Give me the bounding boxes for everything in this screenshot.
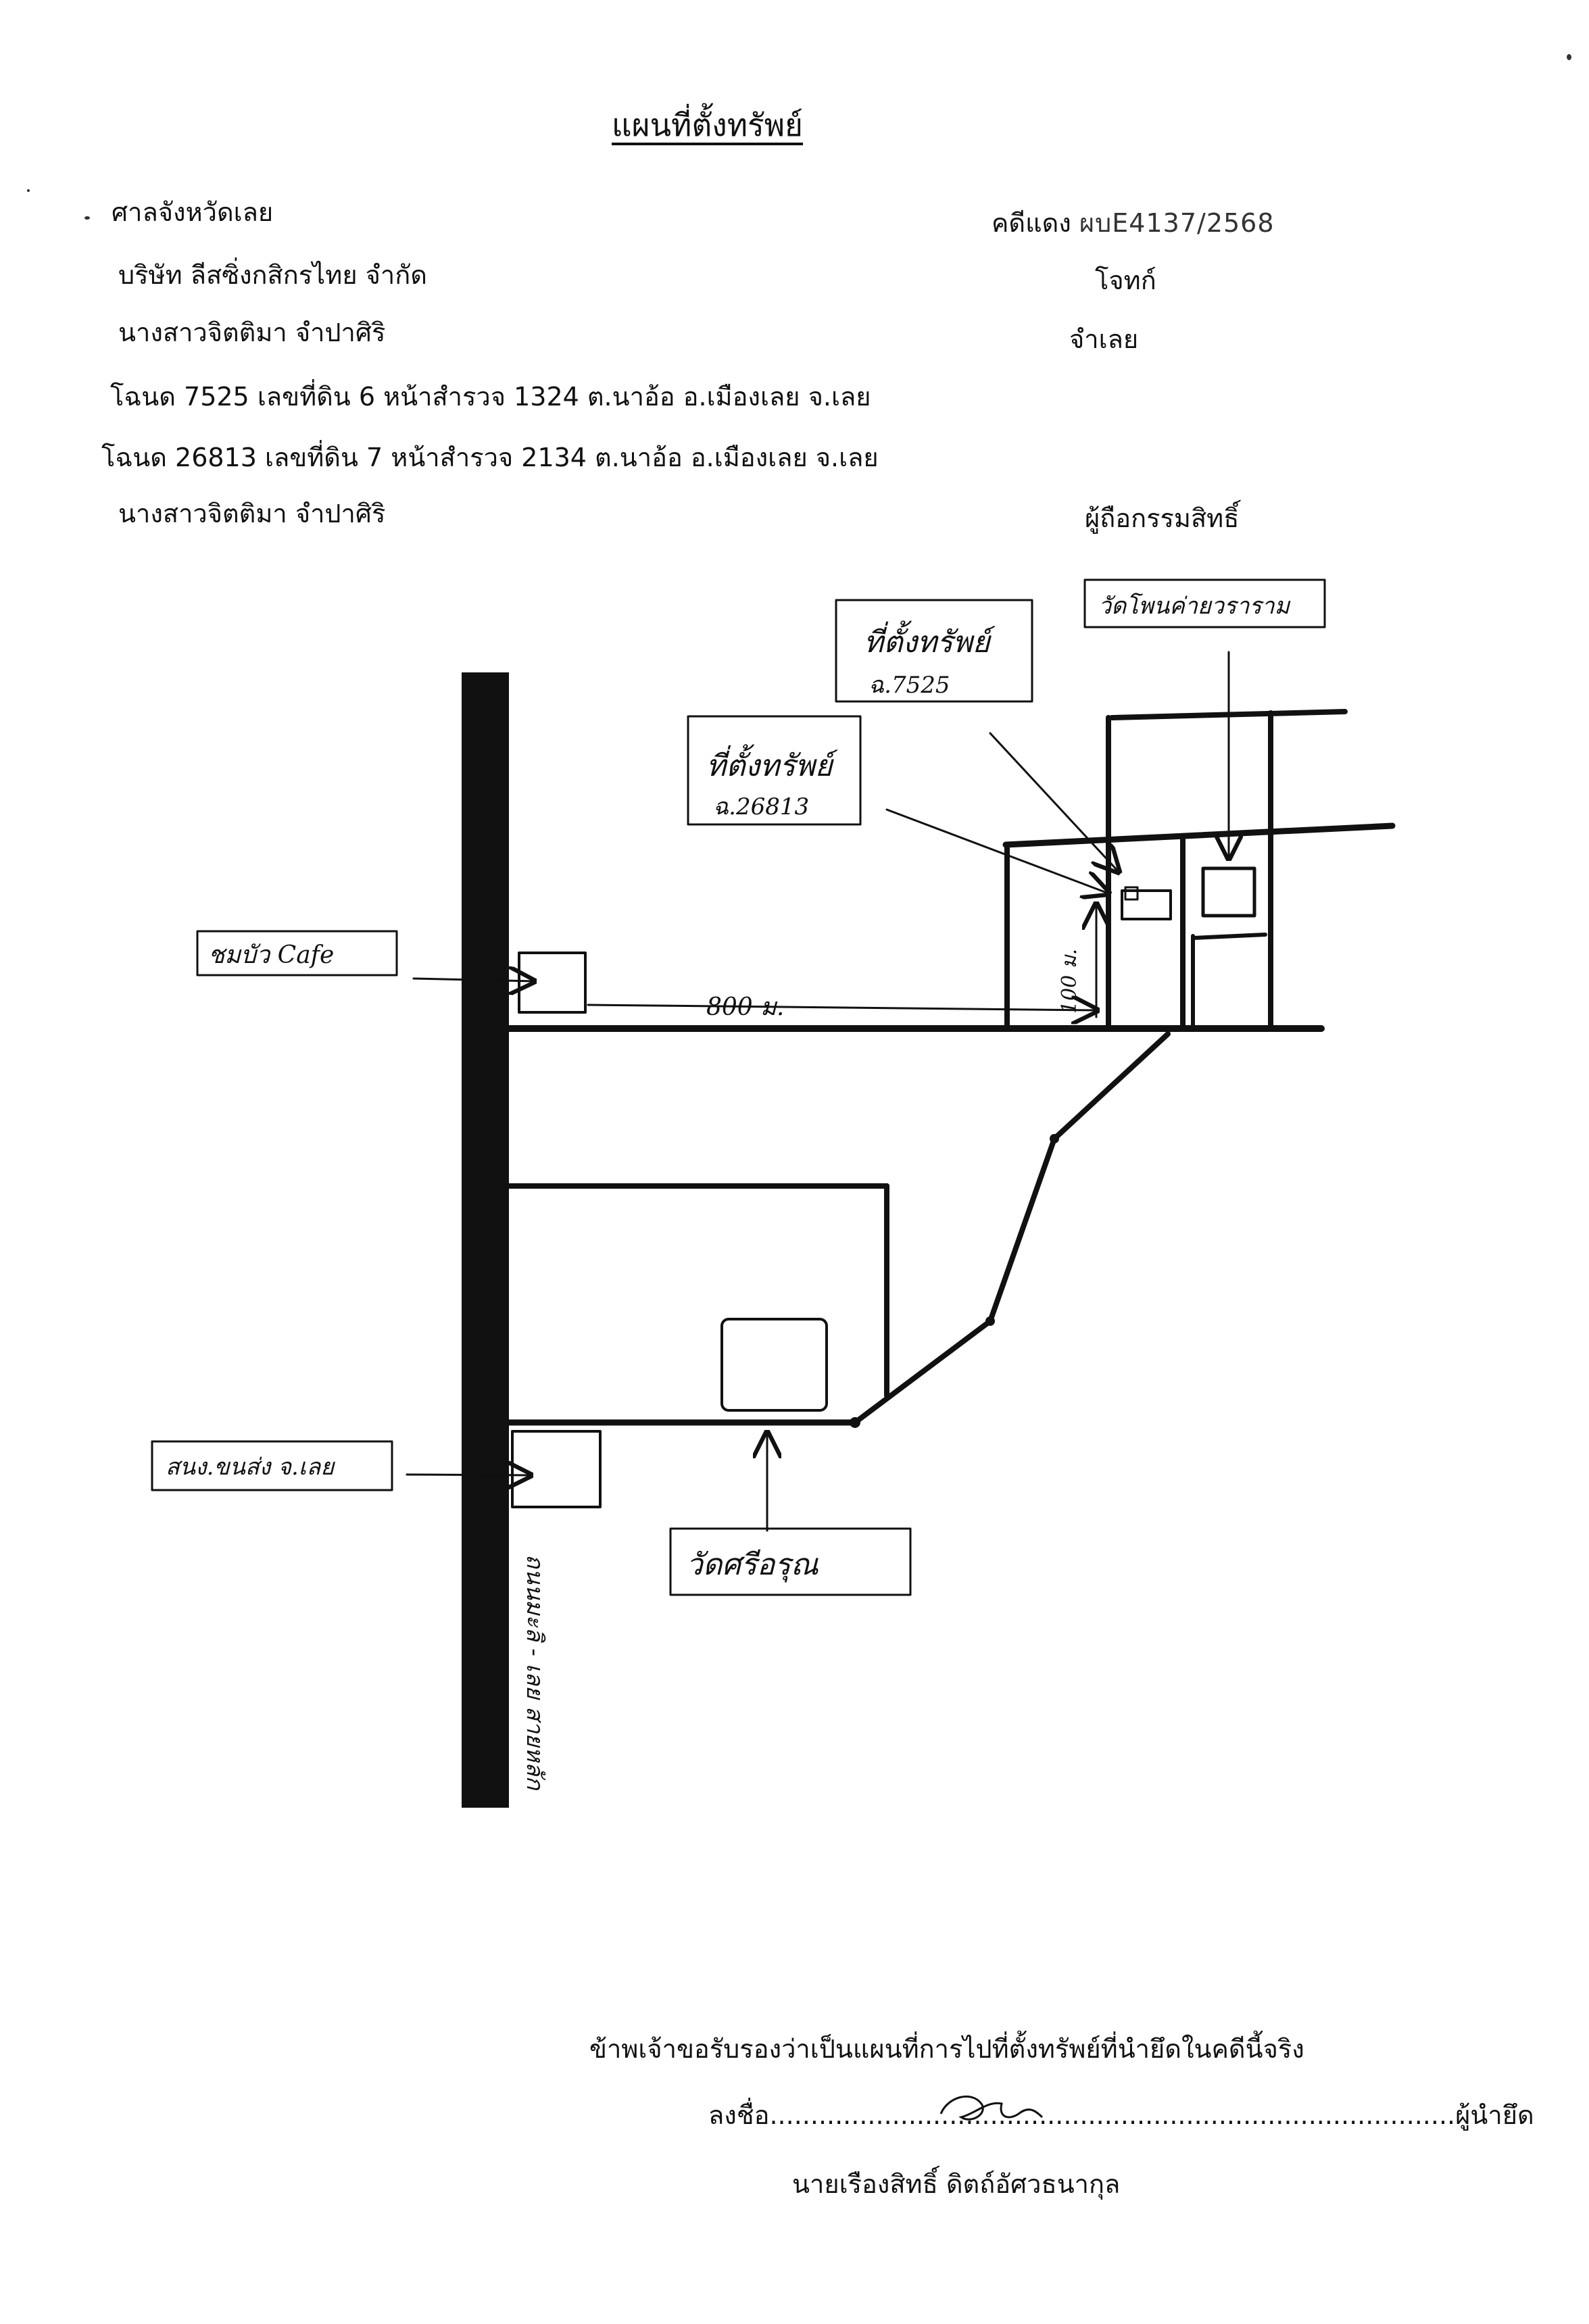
junction-dot — [985, 1316, 995, 1326]
property-26813-label-box — [687, 715, 862, 826]
property-26813-deed: ฉ.26813 — [713, 793, 809, 820]
property-7525-plot — [1121, 889, 1172, 920]
property-7525-title: ที่ตั้งทรัพย์ — [864, 620, 996, 660]
cafe-label: ชมบัว Cafe — [208, 941, 334, 969]
distance-arrow-horizontal — [587, 1005, 1097, 1010]
temple-bottom-building — [720, 1318, 828, 1412]
arrow-cafe — [412, 979, 534, 981]
office-label: สนง.ขนส่ง จ.เลย — [166, 1454, 335, 1481]
scan-speck — [1567, 54, 1571, 60]
plaintiff-role: โจทก์ — [1095, 266, 1156, 295]
owner-role: ผู้ถือกรรมสิทธิ์ — [1085, 503, 1240, 533]
connecting-road — [852, 1031, 1171, 1425]
certification-text: ข้าพเจ้าขอรับรองว่าเป็นแผนที่การไปที่ตั้… — [589, 2034, 1304, 2064]
signature-scribble — [939, 2095, 1044, 2121]
temple-bottom-label: วัดศรีอรุณ — [686, 1548, 819, 1583]
owner-name: นางสาวจิตติมา จำปาศิริ — [118, 499, 386, 528]
office-building — [511, 1430, 602, 1508]
property-7525-deed: ฉ.7525 — [869, 672, 950, 699]
distance-vertical-label: 100 ม. — [1058, 949, 1081, 1014]
scan-speck — [84, 216, 90, 220]
distance-horizontal-label: 800 ม. — [706, 993, 784, 1021]
cafe-label-box — [196, 930, 398, 976]
court-name: ศาลจังหวัดเลย — [112, 197, 274, 227]
property-7525-label-box — [835, 599, 1033, 703]
scan-speck — [27, 189, 30, 192]
case-label: คดีแดง — [992, 208, 1079, 238]
cafe-building — [518, 951, 587, 1014]
temple-top-label-box — [1083, 578, 1326, 628]
temple-bottom-label-box — [669, 1527, 912, 1596]
sign-dots-right: ........................................… — [1112, 2100, 1456, 2130]
plaintiff-name: บริษัท ลีสซิ่งกสิกรไทย จำกัด — [118, 260, 427, 290]
property-7525-mark — [1124, 886, 1139, 901]
signer-name: นายเรืองสิทธิ์ ดิตถ์อัศวธนากุล — [792, 2169, 1121, 2199]
junction-dot — [1050, 1134, 1059, 1143]
complex-inner-line — [1191, 933, 1267, 940]
sign-dots-left: ........................................… — [769, 2100, 1113, 2130]
deed-line-2: โฉนด 26813 เลขที่ดิน 7 หน้าสำรวจ 2134 ต.… — [101, 443, 879, 472]
office-label-box — [151, 1440, 393, 1491]
arrow-property-26813 — [885, 808, 1108, 893]
defendant-name: นางสาวจิตติมา จำปาศิริ — [118, 318, 386, 347]
case-number: คดีแดง ผบE4137/2568 — [992, 208, 1275, 239]
case-number-value: ผบE4137/2568 — [1079, 208, 1275, 238]
signature-line: ลงชื่อ..................................… — [708, 2100, 1534, 2131]
temple-top-building — [1201, 866, 1256, 918]
junction-dot — [850, 1417, 860, 1428]
main-road — [462, 672, 509, 1808]
defendant-role: จำเลย — [1069, 324, 1139, 354]
main-road-label: ถนนมะลิ - เลย สายหลัก — [521, 1554, 548, 1791]
deed-line-1: โฉนด 7525 เลขที่ดิน 6 หน้าสำรวจ 1324 ต.น… — [110, 382, 871, 412]
temple-top-label: วัดโพนค่ายวราราม — [1098, 593, 1291, 620]
arrow-property-7525 — [989, 732, 1119, 872]
complex-road-top — [1002, 822, 1396, 848]
sign-suffix: ผู้นำยึด — [1455, 2100, 1534, 2130]
property-26813-title: ที่ตั้งทรัพย์ — [706, 744, 838, 783]
page-title: แผนที่ตั้งทรัพย์ — [612, 107, 804, 143]
sign-prefix: ลงชื่อ — [708, 2100, 770, 2130]
